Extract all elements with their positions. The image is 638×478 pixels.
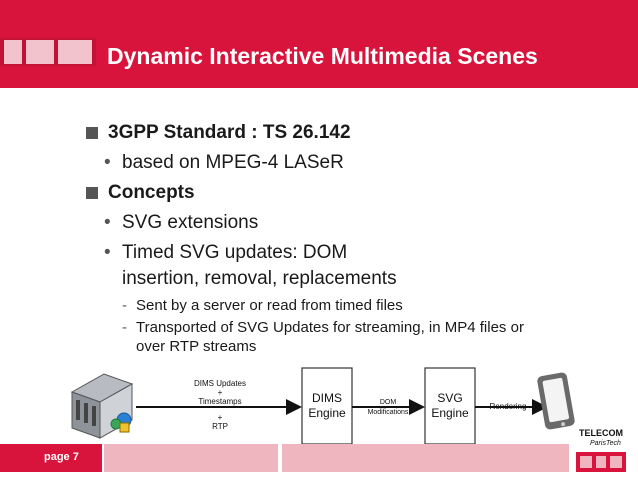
dash-bullet-icon: -	[122, 297, 127, 314]
bullet-text: SVG extensions	[122, 212, 259, 233]
diagram-input-label: +	[218, 388, 223, 397]
slide-title: Dynamic Interactive Multimedia Scenes	[107, 43, 538, 69]
bullet-level3: - Transported of SVG Updates for streami…	[86, 318, 626, 337]
slide-content: 3GPP Standard : TS 26.142 • based on MPE…	[86, 120, 626, 359]
dims-engine-label: DIMS	[312, 391, 342, 405]
bullet-level2: • based on MPEG-4 LASeR	[86, 150, 626, 176]
dash-bullet-icon: -	[122, 319, 127, 336]
diagram-mid-label: Modifications	[368, 409, 409, 416]
bullet-level3: - Sent by a server or read from timed fi…	[86, 296, 626, 315]
square-bullet-icon	[86, 187, 98, 199]
logo-glyph	[26, 40, 54, 64]
footer-page-bar	[0, 444, 102, 472]
svg-engine-label: Engine	[431, 406, 469, 420]
page-number: page 7	[44, 451, 79, 463]
dims-engine-box	[301, 367, 353, 444]
bullet-text: Transported of SVG Updates for streaming…	[136, 319, 524, 336]
bullet-text: 3GPP Standard : TS 26.142	[108, 122, 351, 143]
logo-glyph	[4, 40, 22, 64]
bullet-level3-continued: over RTP streams	[86, 337, 626, 356]
bullet-text: insertion, removal, replacements	[122, 268, 397, 289]
bullet-text: Sent by a server or read from timed file…	[136, 297, 403, 314]
bullet-text: based on MPEG-4 LASeR	[122, 152, 344, 173]
diagram-mid-label: DOM	[380, 399, 397, 406]
bullet-level1: 3GPP Standard : TS 26.142	[86, 120, 626, 150]
diagram-input-label: RTP	[212, 422, 228, 431]
svg-engine-label: SVG	[437, 391, 462, 405]
server-icon	[70, 373, 134, 439]
logo-text: ParisTech	[590, 440, 621, 447]
diagram-input-label: Timestamps	[198, 397, 241, 406]
logo-glyph	[58, 40, 92, 64]
footer-decor-bar	[104, 444, 278, 472]
dims-engine-label: Engine	[308, 406, 346, 420]
bullet-text: Timed SVG updates: DOM	[122, 242, 348, 263]
square-bullet-icon	[86, 127, 98, 139]
tablet-icon	[537, 372, 575, 430]
dot-bullet-icon: •	[104, 152, 111, 173]
logo-text: TELECOM	[579, 428, 623, 438]
dims-pipeline-diagram: DIMS Updates + Timestamps + RTP DIMS Eng…	[70, 367, 575, 444]
bullet-text: over RTP streams	[136, 338, 257, 355]
diagram-input-label: DIMS Updates	[194, 379, 246, 388]
bullet-level2: • Timed SVG updates: DOM	[86, 240, 626, 266]
bullet-text: Concepts	[108, 182, 195, 203]
diagram-input-label: +	[218, 413, 223, 422]
dot-bullet-icon: •	[104, 242, 111, 263]
slide-header	[0, 0, 638, 88]
bullet-level2-continued: insertion, removal, replacements	[86, 266, 626, 292]
dot-bullet-icon: •	[104, 212, 111, 233]
telecom-paristech-logo	[576, 424, 626, 474]
bullet-level1: Concepts	[86, 180, 626, 210]
bullet-level2: • SVG extensions	[86, 210, 626, 236]
footer-decor-bar	[282, 444, 569, 472]
